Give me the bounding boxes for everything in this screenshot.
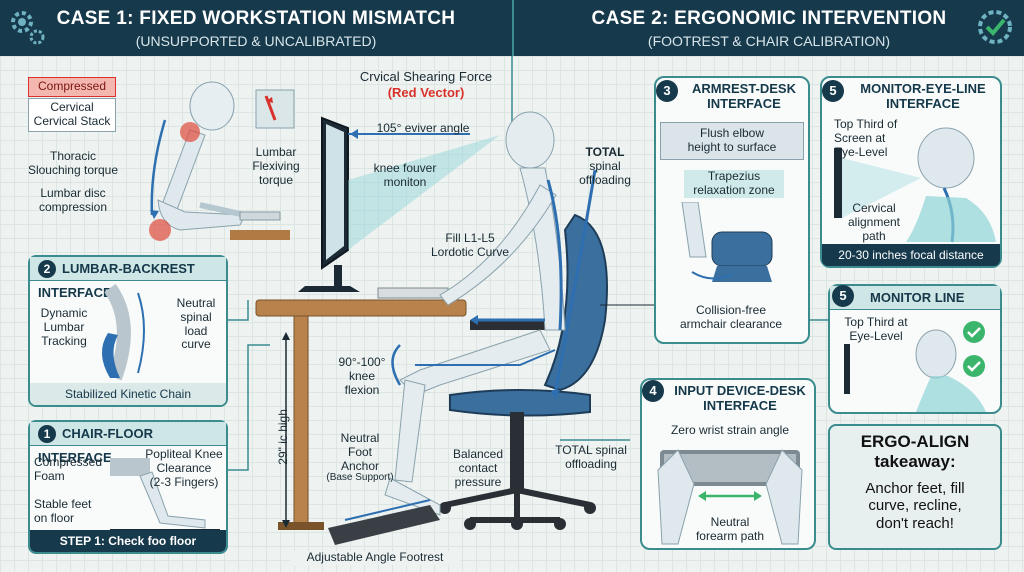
desk-height-label: 29" ic high <box>276 409 291 465</box>
popliteal-label: Popliteal Knee Clearance (2-3 Fingers) <box>145 447 223 489</box>
case2-header: CASE 2: ERGONOMIC INTERVENTION (FOOTREST… <box>512 0 1024 56</box>
footrest <box>328 505 440 545</box>
lumbar-disc-label: Lumbar disc compression <box>38 186 108 214</box>
lumbar-backrest-illustration <box>101 283 145 381</box>
panel3-number: 3 <box>656 80 678 102</box>
monitor-line-illustration <box>844 321 986 412</box>
center-monitor <box>298 116 360 292</box>
panel-monitor-eyeline-title: MONITOR-EYE-LINE INTERFACE <box>860 81 986 111</box>
spinal-curve <box>546 179 563 331</box>
cervical-stack-label: Cervical Cervical Stack <box>28 98 116 132</box>
top-third-label: Top Third of Screen at Eye-Level <box>834 117 898 159</box>
case2-subtitle: (FOOTREST & CHAIR CALIBRATION) <box>647 33 891 49</box>
panel5a-number: 5 <box>822 80 844 102</box>
neutral-load-label: Neutral spinal load curve <box>176 296 216 352</box>
total-offloading-top: spinal offloading <box>579 159 631 187</box>
cervical-inset <box>255 89 295 129</box>
fill-lordotic-label: Fill L1-L5 Lordotic Curve <box>430 231 510 259</box>
eviver-angle-label: 105° eviver angle <box>376 121 470 135</box>
panel-lumbar-backrest-footer: Stabilized Kinetic Chain <box>30 383 226 405</box>
gear-check-icon <box>978 10 1012 44</box>
center-desk <box>255 287 467 530</box>
panel5b-number: 5 <box>832 285 854 307</box>
neck-pain-marker <box>180 122 200 142</box>
flush-elbow-label: Flush elbow height to surface <box>660 122 804 160</box>
panel-input-device-title: INPUT DEVICE-DESK INTERFACE <box>674 383 806 413</box>
keyboard-illustration <box>657 449 803 545</box>
panel-monitor-line: MONITOR LINE Top Third at Eye-Level <box>828 284 1002 414</box>
panel-monitor-eyeline: MONITOR-EYE-LINE INTERFACE Top Third of … <box>820 76 1002 268</box>
armrest-illustration <box>681 202 773 282</box>
knee-flexion-label: 90°-100° knee flexion <box>338 355 386 397</box>
case1-skeleton <box>157 81 246 231</box>
red-vector-label: (Red Vector) <box>387 85 465 100</box>
takeaway-box: ERGO-ALIGN takeaway: Anchor feet, fill c… <box>828 424 1002 550</box>
takeaway-title: ERGO-ALIGN takeaway: <box>860 432 970 471</box>
collision-label: Collision-free armchair clearance <box>679 303 783 331</box>
balanced-pressure-label: Balanced contact pressure <box>452 447 504 489</box>
total-offloading-top-bold: TOTAL <box>585 145 625 159</box>
case1-subtitle: (UNSUPPORTED & UNCALIBRATED) <box>135 33 377 49</box>
zero-wrist-label: Zero wrist strain angle <box>670 423 790 437</box>
lumbar-pain-marker <box>149 219 171 241</box>
thoracic-label: Thoracic Slouching torque <box>27 149 119 177</box>
compressed-tag: Compressed <box>28 77 116 97</box>
trapezius-label: Trapezius relaxation zone <box>684 169 784 198</box>
panel-armrest-title: ARMREST-DESK INTERFACE <box>691 81 796 111</box>
footrest-label: Adjustable Angle Footrest <box>290 550 460 565</box>
step1-footer: STEP 1: Check foo floor <box>30 530 226 552</box>
case2-title: CASE 2: ERGONOMIC INTERVENTION <box>591 8 947 29</box>
base-support-label: (Base Support) <box>326 472 394 483</box>
dynamic-lumbar-label: Dynamic Lumbar Tracking <box>40 306 88 348</box>
monitor-line-text: Top Third at Eye-Level <box>844 315 908 343</box>
case1-desk <box>230 230 290 240</box>
takeaway-body: Anchor feet, fill curve, recline, don't … <box>865 480 965 532</box>
stable-feet-label: Stable feet on floor <box>34 497 92 525</box>
monitor-eyeline-illustration <box>834 127 996 243</box>
slouch-arrow <box>150 119 167 216</box>
case1-header: CASE 1: FIXED WORKSTATION MISMATCH (UNSU… <box>0 0 512 56</box>
knee-fouver-label: knee fouver moniton <box>373 161 437 189</box>
lumbar-flex-label: Lumbar Flexiving torque <box>252 145 300 187</box>
panel-monitor-line-title: MONITOR LINE <box>830 286 1000 310</box>
case1-title: CASE 1: FIXED WORKSTATION MISMATCH <box>56 8 456 29</box>
gear-icon <box>11 11 45 45</box>
neutral-forearm-label: Neutral forearm path <box>695 515 765 543</box>
cervical-alignment-label: Cervical alignment path <box>847 201 901 243</box>
compressed-foam-label: Compressed Foam <box>34 455 103 483</box>
panel-armrest-desk: ARMREST-DESK INTERFACE Flush elbow heigh… <box>654 76 810 344</box>
sightline-zone <box>348 135 500 250</box>
shear-force-label: Crvical Shearing Force <box>359 69 493 84</box>
panel4-number: 4 <box>642 380 664 402</box>
panel-input-device: INPUT DEVICE-DESK INTERFACE Zero wrist s… <box>640 378 816 550</box>
neutral-foot-label: Neutral Foot Anchor <box>340 431 380 473</box>
seated-skeleton <box>384 111 566 516</box>
total-offloading-bottom: TOTAL spinal offloading <box>555 443 627 471</box>
focal-distance-footer: 20-30 inches focal distance <box>822 244 1000 266</box>
